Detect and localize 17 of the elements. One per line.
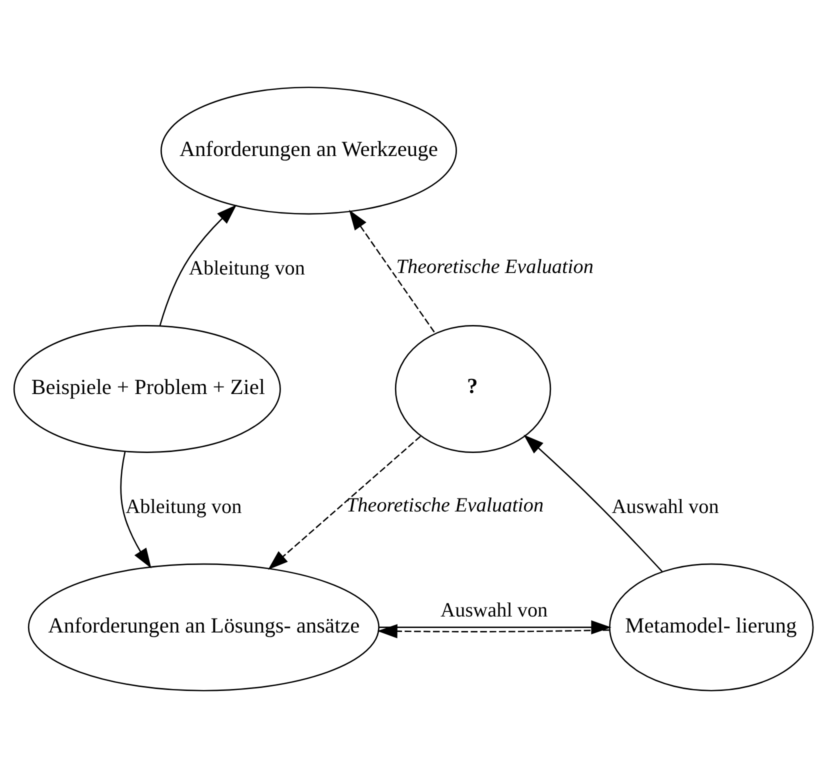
arrow xyxy=(120,452,152,568)
node-ellipse: Metamodel- lierung xyxy=(608,563,814,692)
edge-label: Theoretische Evaluation xyxy=(346,494,544,517)
arrow xyxy=(349,210,436,334)
edge-label: Ableitung von xyxy=(126,496,242,518)
node-ellipse: Anforderungen an Werkzeuge xyxy=(160,86,457,215)
node-ellipse: Beispiele + Problem + Ziel xyxy=(13,325,281,453)
arrow xyxy=(159,204,237,326)
arrow xyxy=(268,436,421,570)
arrow xyxy=(524,434,663,572)
arrow xyxy=(379,620,612,634)
edge-label: Ableitung von xyxy=(188,258,305,280)
edge-label: Auswahl von xyxy=(612,496,719,518)
arrow xyxy=(377,624,610,638)
edge-label: Theoretische Evaluation xyxy=(396,256,594,278)
edge-label: Auswahl von xyxy=(440,600,548,622)
node-ellipse: Anforderungen an Lösungs- ansätze xyxy=(28,563,380,692)
